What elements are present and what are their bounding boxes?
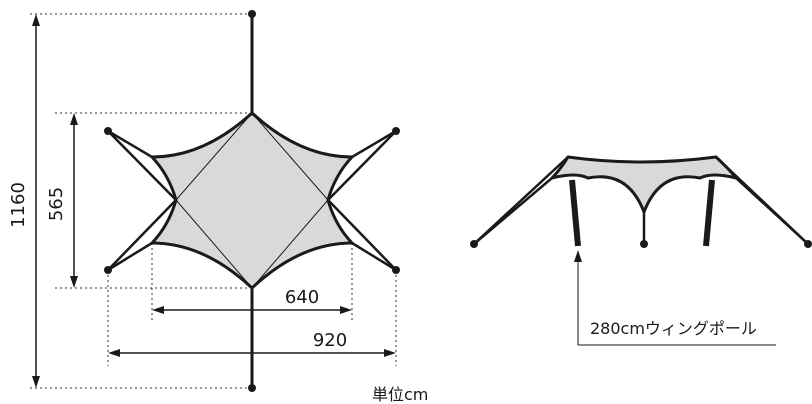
dimension-arrows [32,14,396,388]
unit-label: 単位cm [372,385,428,404]
top-view: 1160 565 640 920 [8,10,400,392]
side-guy-lines [473,156,809,245]
stake-points [104,10,400,392]
side-guy-lines [107,129,397,272]
side-view: 280cmウィングポール [470,155,812,346]
total-width-label: 920 [313,330,347,351]
inner-height-label: 565 [46,187,67,221]
extension-lines [30,13,397,389]
inner-width-label: 640 [285,287,319,308]
wing-pole-label: 280cmウィングポール [590,319,757,338]
side-canvas [550,155,738,214]
pole-leader [574,250,776,346]
tarp-canvas [150,111,354,290]
wing-poles [569,179,715,247]
total-height-label: 1160 [8,182,29,228]
side-stake-points [470,240,812,248]
